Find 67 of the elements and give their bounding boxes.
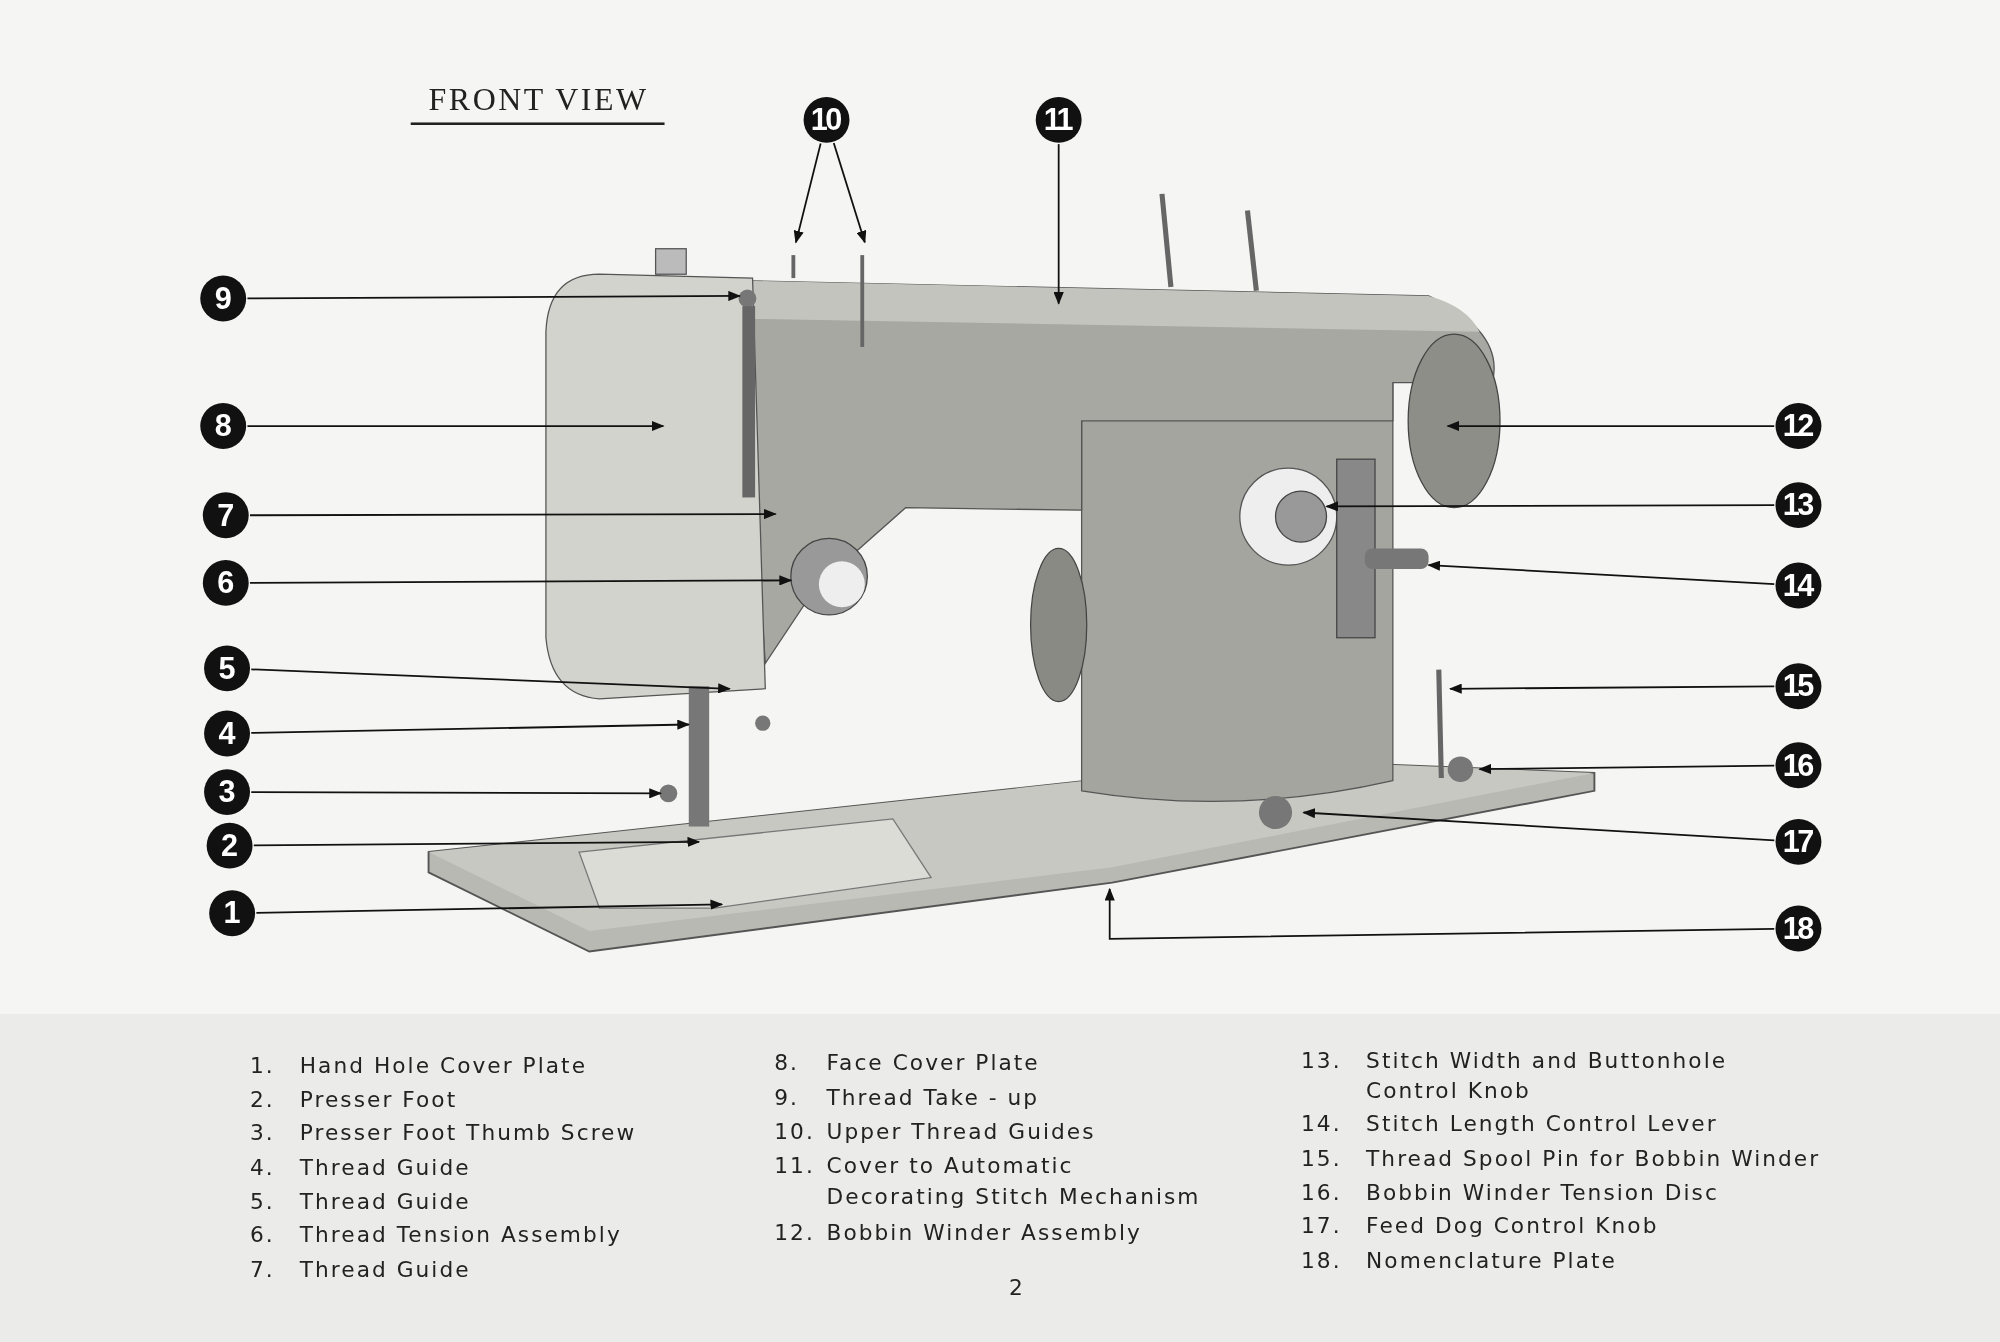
item-number: 1.	[250, 1051, 275, 1080]
callout-number: 18	[1775, 905, 1822, 952]
item-number: 6.	[250, 1220, 275, 1250]
item-number: 7.	[250, 1255, 275, 1284]
callout-number: 13	[1775, 482, 1822, 529]
callout-number: 15	[1775, 663, 1822, 710]
part-name: Cover to Automatic Decorating Stitch Mechanism	[826, 1152, 1202, 1212]
item-number: 5.	[250, 1187, 275, 1217]
leader-line	[832, 142, 867, 244]
item-number: 16.	[1301, 1178, 1342, 1208]
item-number: 10.	[774, 1117, 815, 1147]
item-number: 2.	[250, 1085, 275, 1115]
part-name: Thread Take - up	[826, 1083, 1041, 1112]
callout-number: 6	[202, 559, 249, 606]
leader-line	[250, 719, 691, 734]
callout-number: 14	[1775, 562, 1822, 609]
item-number: 8.	[774, 1048, 799, 1078]
leader-line	[1427, 560, 1776, 585]
item-number: 11.	[774, 1152, 815, 1181]
part-name: Nomenclature Plate	[1366, 1246, 1618, 1275]
callout-number: 5	[204, 645, 250, 692]
leader-line	[1478, 763, 1776, 775]
leader-line	[249, 508, 777, 520]
leader-line	[250, 668, 731, 694]
part-name: Stitch Length Control Lever	[1366, 1109, 1719, 1139]
leader-line	[246, 420, 665, 432]
leader-line	[249, 575, 793, 586]
item-number: 18.	[1301, 1246, 1342, 1275]
callout-number: 7	[202, 492, 249, 539]
callout-number: 16	[1775, 742, 1822, 789]
leader-line	[1449, 683, 1776, 694]
part-name: Thread Guide	[299, 1187, 472, 1217]
page-number: 2	[1008, 1273, 1025, 1302]
leader-line	[246, 290, 742, 302]
item-number: 4.	[250, 1153, 275, 1182]
item-number: 13.	[1301, 1046, 1342, 1075]
callout-number: 3	[204, 769, 250, 816]
callout-number: 2	[206, 822, 253, 869]
callout-number: 17	[1775, 818, 1822, 865]
callout-number: 8	[200, 403, 247, 449]
part-name: Thread Guide	[299, 1255, 472, 1284]
part-name: Feed Dog Control Knob	[1366, 1212, 1660, 1241]
item-number: 12.	[774, 1218, 815, 1247]
leader-line	[1325, 501, 1776, 512]
part-name: Thread Spool Pin for Bobbin Winder	[1366, 1144, 1822, 1173]
callout-number: 9	[200, 275, 247, 322]
callout-number: 4	[204, 710, 250, 757]
part-name: Stitch Width and Buttonhole Control Knob	[1366, 1046, 1729, 1106]
item-number: 9.	[774, 1083, 799, 1112]
leader-line	[252, 836, 701, 848]
callout-number: 12	[1775, 403, 1822, 449]
diagram-title: FRONT VIEW	[410, 81, 664, 125]
callout-number: 1	[209, 890, 256, 937]
leader-line	[793, 142, 822, 244]
item-number: 17.	[1301, 1212, 1342, 1241]
callout-number: 11	[1035, 96, 1082, 143]
leader-line	[1104, 887, 1776, 940]
item-number: 14.	[1301, 1109, 1342, 1139]
leader-line	[255, 899, 724, 914]
leader-line	[1446, 420, 1776, 432]
leader-line	[1053, 143, 1064, 305]
leader-line	[1302, 808, 1776, 842]
item-number: 15.	[1301, 1144, 1342, 1173]
callout-number: 10	[803, 96, 850, 143]
part-name: Bobbin Winder Tension Disc	[1366, 1178, 1720, 1208]
item-number: 3.	[250, 1118, 275, 1148]
leader-line	[250, 788, 662, 799]
